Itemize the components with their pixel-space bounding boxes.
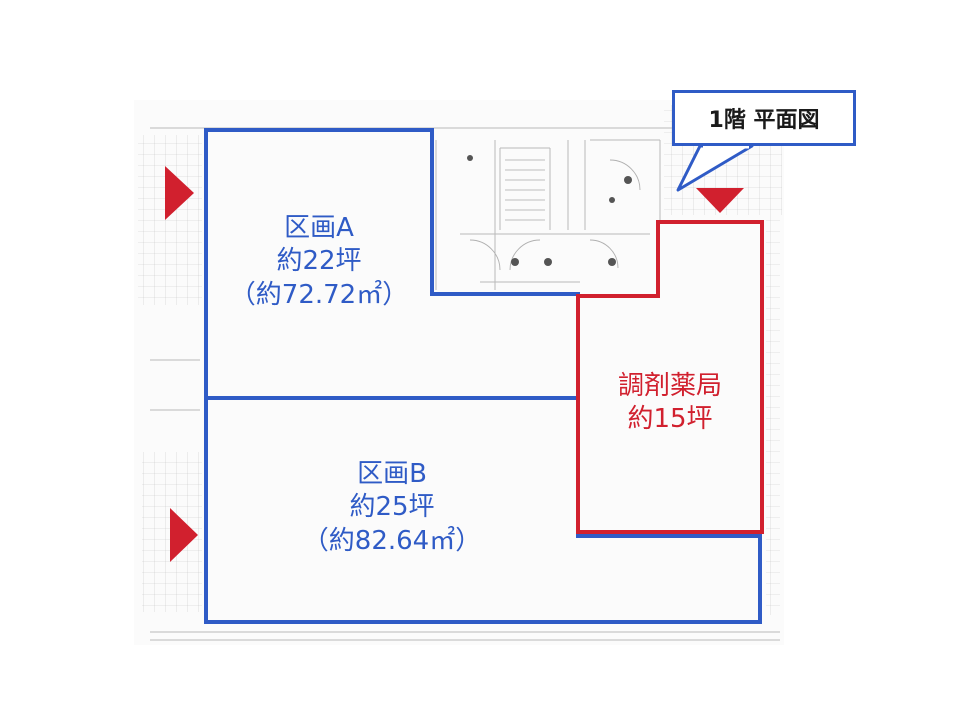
grid-strip-left-top (138, 135, 202, 305)
pharmacy-label: 調剤薬局 約15坪 (580, 370, 760, 437)
area-a-label: 区画A 約22坪 （約72.72㎡） (206, 212, 432, 312)
area-b-tsubo: 約25坪 (349, 492, 435, 523)
stairs (505, 159, 545, 221)
area-b-sqm: （約82.64㎡） (302, 525, 482, 556)
pharmacy-tsubo: 約15坪 (627, 404, 713, 435)
entrance-arrow-icon (165, 166, 194, 220)
entrance-arrow-icon (696, 188, 744, 213)
light-fixtures (467, 155, 632, 266)
floor-title-callout: 1階 平面図 (672, 90, 856, 146)
area-a-sqm: （約72.72㎡） (229, 279, 409, 310)
floor-title: 1階 平面図 (708, 108, 820, 133)
area-b-name: 区画B (357, 459, 427, 489)
area-a-tsubo: 約22坪 (276, 246, 362, 277)
pharmacy-name: 調剤薬局 (617, 371, 722, 401)
grid-strip-right-side (766, 215, 780, 615)
area-b-label: 区画B 約25坪 （約82.64㎡） (206, 458, 578, 558)
door-swings (469, 159, 641, 271)
pharmacy-outline (576, 220, 764, 534)
area-a-name: 区画A (284, 213, 354, 243)
entrance-arrow-icon (170, 508, 198, 562)
